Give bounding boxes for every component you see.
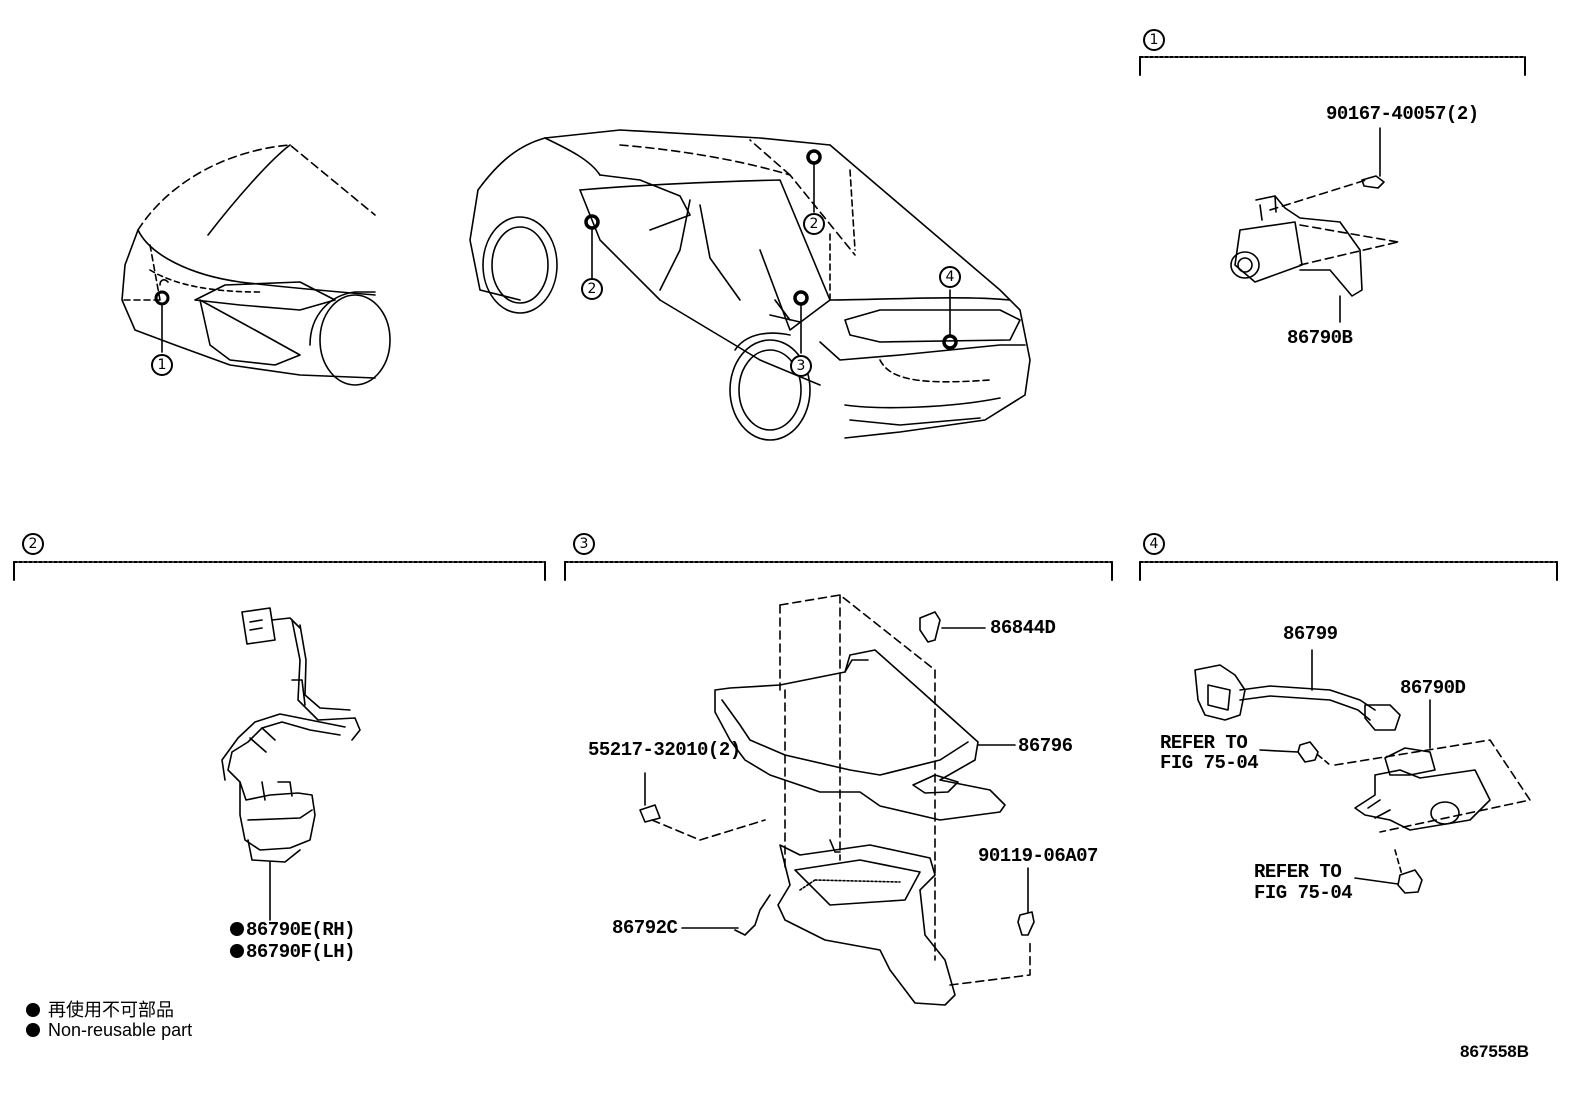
callout-marker-3: 3 [790, 355, 812, 377]
part-label-86790F: 86790F(LH) [230, 941, 356, 963]
part-label-86844D: 86844D [990, 617, 1056, 639]
front-camera-assembly [1230, 127, 1399, 323]
legend-english-text: Non-reusable part [48, 1020, 193, 1040]
section-1-bracket [1139, 56, 1526, 76]
section-2-marker: 2 [22, 533, 44, 555]
refer-note-1-line-1: REFER TO [1160, 732, 1248, 754]
section-2-bracket [13, 561, 546, 581]
refer-note-2-line-1: REFER TO [1254, 861, 1342, 883]
part-label-90119-06A07: 90119-06A07 [978, 845, 1098, 867]
section-3-marker: 3 [573, 533, 595, 555]
part-label-86796: 86796 [1018, 735, 1073, 757]
callout-marker-2-right: 2 [803, 213, 825, 235]
section-3-bracket [564, 561, 1113, 581]
vehicle-rear-view [469, 129, 1031, 441]
part-label-90167-40057: 90167-40057(2) [1326, 103, 1479, 125]
callout-marker-1: 1 [151, 354, 173, 376]
diagram-id: 867558B [1460, 1042, 1530, 1061]
legend-english: Non-reusable part [26, 1020, 192, 1041]
part-label-86790E: 86790E(RH) [230, 919, 356, 941]
part-label-86790E-text: 86790E(RH) [246, 919, 356, 941]
camera-computer-assembly [639, 594, 1035, 1006]
refer-note-1-line-2: FIG 75-04 [1160, 752, 1259, 774]
part-label-86799: 86799 [1283, 623, 1338, 645]
part-label-86792C: 86792C [612, 917, 678, 939]
rear-camera-assembly [1194, 649, 1531, 894]
refer-note-2-line-2: FIG 75-04 [1254, 882, 1353, 904]
side-camera-assembly [221, 607, 361, 921]
callout-marker-2-left: 2 [581, 278, 603, 300]
legend-japanese: 再使用不可部品 [26, 996, 174, 1022]
callout-marker-4: 4 [939, 266, 961, 288]
section-4-bracket [1139, 561, 1558, 581]
legend-japanese-text: 再使用不可部品 [48, 1000, 174, 1020]
part-label-86790B: 86790B [1287, 327, 1353, 349]
part-label-86790D: 86790D [1400, 677, 1466, 699]
section-4-marker: 4 [1143, 533, 1165, 555]
vehicle-front-view [119, 144, 391, 386]
non-reusable-dot-icon [26, 1003, 40, 1017]
section-1-marker: 1 [1143, 29, 1165, 51]
non-reusable-dot-icon [230, 922, 244, 936]
part-label-86790F-text: 86790F(LH) [246, 941, 356, 963]
non-reusable-dot-icon [230, 944, 244, 958]
part-label-55217-32010: 55217-32010(2) [588, 739, 741, 761]
non-reusable-dot-icon [26, 1023, 40, 1037]
